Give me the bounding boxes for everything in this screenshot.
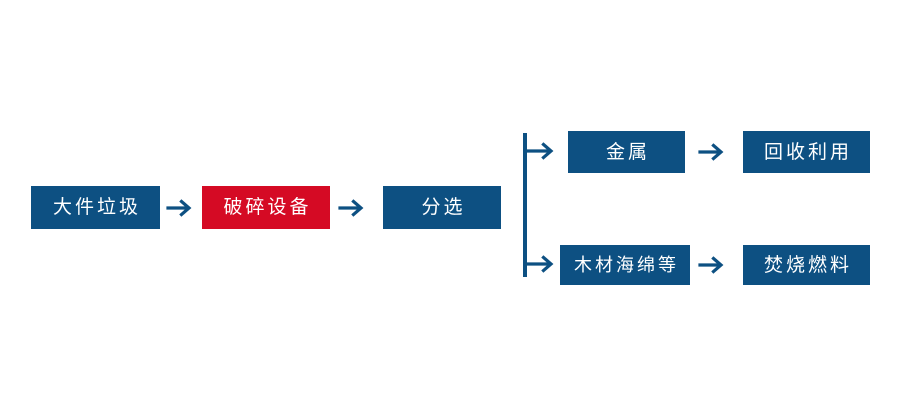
- node-wood-sponge-etc[interactable]: 木材海绵等: [560, 245, 690, 285]
- arrow-right-icon-shredder-to-sorting: [336, 191, 370, 225]
- node-metal[interactable]: 金属: [568, 131, 685, 173]
- arrow-right-icon-wood-to-fuel: [696, 248, 730, 282]
- node-sorting[interactable]: 分选: [383, 186, 501, 229]
- node-shredding-equipment[interactable]: 破碎设备: [202, 186, 330, 229]
- node-bulky-waste[interactable]: 大件垃圾: [31, 186, 160, 229]
- arrow-right-icon-waste-to-shredder: [164, 191, 198, 225]
- branch-split-connector: [518, 126, 564, 284]
- arrow-right-icon-metal-to-recycling: [696, 135, 730, 169]
- node-incineration-fuel[interactable]: 焚烧燃料: [743, 245, 870, 285]
- node-recycling-reuse[interactable]: 回收利用: [743, 131, 870, 173]
